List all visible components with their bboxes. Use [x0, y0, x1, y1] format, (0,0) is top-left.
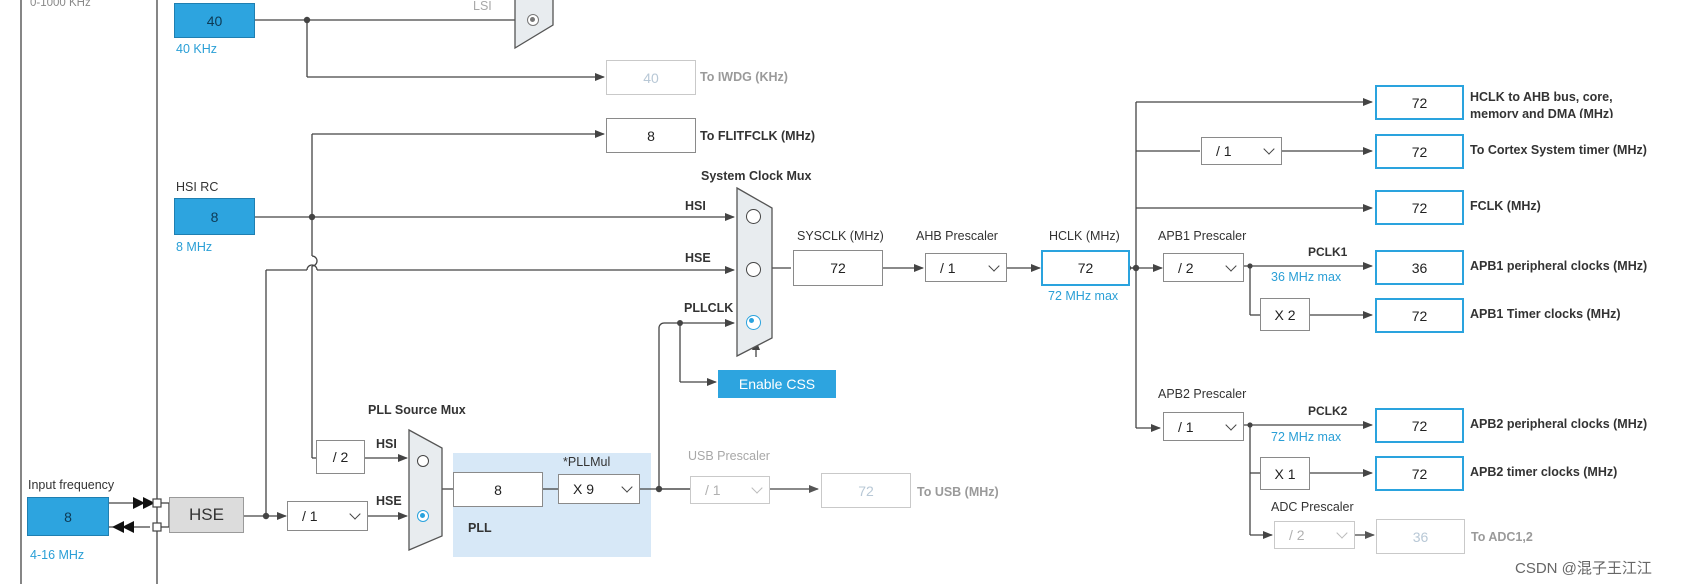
apb2-max-label: 72 MHz max — [1271, 430, 1342, 444]
pll-source-hse-label: HSE — [376, 494, 402, 508]
pll-mul-select[interactable]: X 9 — [558, 474, 640, 504]
apb1-max-label: 36 MHz max — [1271, 270, 1342, 284]
lsi-rc-unit: 40 KHz — [176, 42, 217, 56]
usb-prescaler-label: USB Prescaler — [688, 449, 770, 463]
cortex-timer-div-value: / 1 — [1216, 143, 1232, 159]
sysmux-hse-radio-icon[interactable] — [746, 262, 761, 277]
hsi-rc-title: HSI RC — [176, 180, 219, 194]
ahb-prescaler-select[interactable]: / 1 — [925, 253, 1007, 282]
ahb-prescaler-value: / 1 — [940, 259, 956, 276]
iwdg-label: To IWDG (KHz) — [700, 70, 788, 84]
usb-value: 72 — [821, 473, 911, 508]
usb-label: To USB (MHz) — [917, 485, 999, 499]
chevron-down-icon — [1336, 527, 1348, 539]
flitf-value: 8 — [606, 118, 696, 153]
apb2-prescaler-value: / 1 — [1178, 418, 1194, 435]
usb-prescaler-value: / 1 — [705, 482, 721, 498]
hclk-max-label: 72 MHz max — [1048, 289, 1119, 303]
hclk-label: HCLK (MHz) — [1049, 229, 1120, 243]
pll-source-mux-title: PLL Source Mux — [368, 403, 466, 417]
csdn-watermark: CSDN @混子王江江 — [1515, 560, 1652, 577]
apb2-periph-output: 72 — [1375, 408, 1464, 443]
apb1-prescaler-label: APB1 Prescaler — [1158, 229, 1247, 243]
fclk-output: 72 — [1375, 190, 1464, 225]
adc-label: To ADC1,2 — [1471, 530, 1533, 544]
pll-label: PLL — [468, 521, 492, 535]
apb2-timer-label: APB2 timer clocks (MHz) — [1470, 465, 1618, 479]
hclk-ahb-output: 72 — [1375, 85, 1464, 120]
apb1-timer-output: 72 — [1375, 298, 1464, 333]
apb1-prescaler-select[interactable]: / 2 — [1163, 253, 1244, 282]
apb2-timer-output: 72 — [1375, 456, 1464, 491]
lsi-rc-value[interactable]: 40 — [174, 3, 255, 38]
cortex-timer-output: 72 — [1375, 134, 1464, 169]
apb1-periph-output: 36 — [1375, 250, 1464, 285]
adc-value: 36 — [1376, 519, 1465, 554]
apb2-timer-mul: X 1 — [1260, 457, 1310, 490]
pll-mul-label: *PLLMul — [563, 455, 611, 469]
sysclk-value: 72 — [793, 250, 883, 286]
apb2-prescaler-select[interactable]: / 1 — [1163, 412, 1244, 441]
fclk-label: FCLK (MHz) — [1470, 199, 1541, 213]
cortex-timer-div-select[interactable]: / 1 — [1201, 137, 1282, 165]
apb1-timer-mul: X 2 — [1260, 298, 1310, 331]
hse-prediv-select[interactable]: / 1 — [287, 501, 368, 531]
input-frequency-value[interactable]: 8 — [27, 497, 109, 536]
chevron-down-icon — [751, 482, 763, 494]
flitf-label: To FLITFCLK (MHz) — [700, 129, 816, 143]
lsi-mux-label: LSI — [473, 0, 492, 13]
cortex-timer-label: To Cortex System timer (MHz) — [1470, 143, 1647, 157]
hse-prediv-value: / 1 — [302, 508, 318, 524]
usb-prescaler-select[interactable]: / 1 — [690, 476, 770, 504]
apb1-periph-label: APB1 peripheral clocks (MHz) — [1470, 259, 1648, 273]
hsi-rc-value[interactable]: 8 — [174, 198, 255, 235]
adc-prescaler-select[interactable]: / 2 — [1274, 521, 1355, 549]
lse-range-label: 0-1000 KHz — [30, 0, 91, 9]
lsi-mux-radio-icon[interactable] — [527, 14, 539, 26]
pll-hsi-divider: / 2 — [316, 440, 365, 474]
hclk-ahb-label-clip: memory and DMA (MHz) — [1470, 107, 1670, 118]
hsi-rc-unit: 8 MHz — [176, 240, 213, 254]
iwdg-value: 40 — [606, 60, 696, 95]
chevron-down-icon — [988, 259, 1000, 272]
pclk2-label: PCLK2 — [1308, 404, 1348, 418]
hclk-ahb-label-line2: memory and DMA (MHz) — [1470, 107, 1614, 118]
chevron-down-icon — [1263, 143, 1275, 155]
input-frequency-title: Input frequency — [28, 478, 115, 492]
pclk1-label: PCLK1 — [1308, 245, 1348, 259]
chevron-down-icon — [1225, 418, 1237, 431]
pll-source-hsi-label: HSI — [376, 437, 397, 451]
hse-block: HSE — [169, 497, 244, 533]
chevron-down-icon — [1225, 259, 1237, 272]
pll-mul-value: X 9 — [573, 481, 595, 497]
sysclk-label: SYSCLK (MHz) — [797, 229, 884, 243]
apb1-timer-label: APB1 Timer clocks (MHz) — [1470, 307, 1621, 321]
sysmux-hse-label: HSE — [685, 251, 711, 265]
adc-prescaler-value: / 2 — [1289, 527, 1305, 543]
pll-source-hsi-radio-icon[interactable] — [417, 455, 429, 467]
sysmux-pllclk-radio-icon[interactable] — [746, 315, 761, 330]
system-clock-mux-title: System Clock Mux — [701, 169, 812, 183]
apb2-prescaler-label: APB2 Prescaler — [1158, 387, 1247, 401]
pll-source-hse-radio-icon[interactable] — [417, 510, 429, 522]
pll-source-mux-shape — [408, 428, 443, 551]
sysmux-hsi-radio-icon[interactable] — [746, 209, 761, 224]
apb1-prescaler-value: / 2 — [1178, 259, 1194, 276]
chevron-down-icon — [349, 508, 361, 520]
hclk-value: 72 — [1041, 250, 1130, 286]
pll-input-value: 8 — [453, 472, 543, 507]
hclk-ahb-label-line1: HCLK to AHB bus, core, — [1470, 90, 1613, 104]
ahb-prescaler-label: AHB Prescaler — [916, 229, 998, 243]
sysmux-hsi-label: HSI — [685, 199, 706, 213]
apb2-periph-label: APB2 peripheral clocks (MHz) — [1470, 417, 1648, 431]
enable-css-button[interactable]: Enable CSS — [718, 370, 836, 398]
sysmux-pllclk-label: PLLCLK — [684, 301, 734, 315]
adc-prescaler-label: ADC Prescaler — [1271, 500, 1354, 514]
chevron-down-icon — [621, 481, 633, 493]
input-frequency-range: 4-16 MHz — [30, 548, 85, 562]
